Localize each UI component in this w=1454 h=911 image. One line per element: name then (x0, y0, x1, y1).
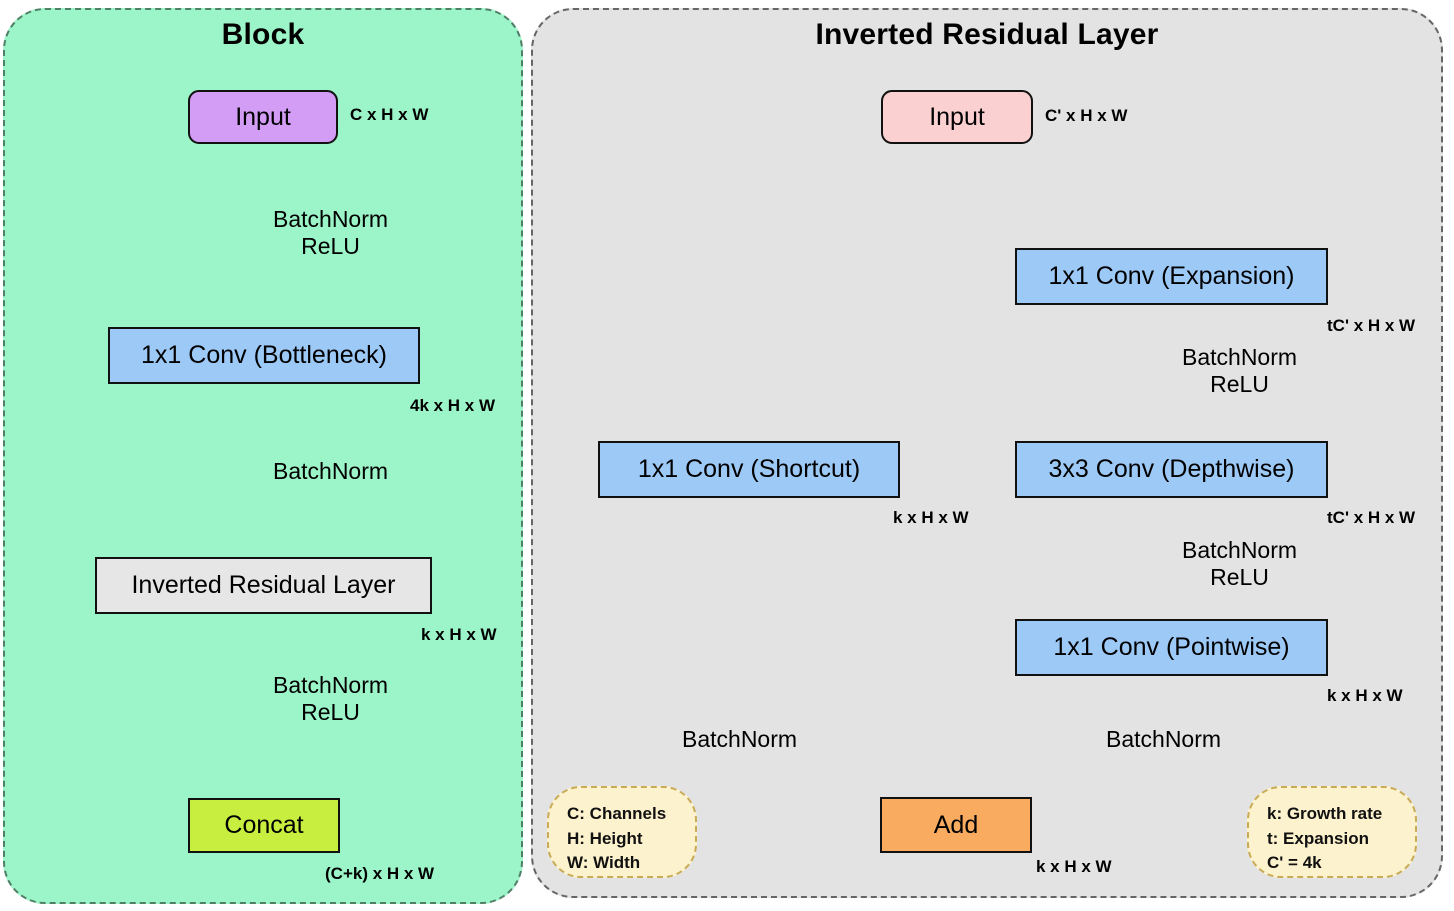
node-irl-expansion[interactable]: 1x1 Conv (Expansion) (1015, 248, 1328, 305)
edge-label-input-to-bottleneck: BatchNorm ReLU (273, 206, 389, 260)
node-irl-depthwise[interactable]: 3x3 Conv (Depthwise) (1015, 441, 1328, 498)
dim-label-irl-expansion: tC' x H x W (1327, 316, 1416, 335)
dim-label-block-concat: (C+k) x H x W (325, 864, 435, 883)
panel-irl-title: Inverted Residual Layer (815, 18, 1159, 51)
node-block-inverted-residual-layer[interactable]: Inverted Residual Layer (95, 557, 432, 614)
node-block-input[interactable]: Input (188, 90, 338, 144)
dim-label-irl-input: C' x H x W (1045, 106, 1128, 125)
edge-label-bottleneck-to-irl: BatchNorm (273, 458, 389, 484)
edge-label-pointwise-to-add: BatchNorm (1106, 726, 1222, 752)
node-irl-add[interactable]: Add (880, 797, 1032, 853)
legend-dimensions: C: Channels H: Height W: Width (547, 786, 697, 878)
dim-label-block-input: C x H x W (350, 105, 429, 124)
node-block-concat[interactable]: Concat (188, 798, 340, 853)
edge-label-expansion-to-depthwise: BatchNorm ReLU (1182, 344, 1298, 398)
dim-label-irl-shortcut: k x H x W (893, 508, 969, 527)
legend-hyperparameters: k: Growth rate t: Expansion C' = 4k (1247, 786, 1417, 878)
node-irl-shortcut[interactable]: 1x1 Conv (Shortcut) (598, 441, 900, 498)
dim-label-irl-depthwise: tC' x H x W (1327, 508, 1416, 527)
dim-label-irl-add: k x H x W (1036, 857, 1112, 876)
dim-label-irl-pointwise: k x H x W (1327, 686, 1403, 705)
node-block-bottleneck[interactable]: 1x1 Conv (Bottleneck) (108, 327, 420, 384)
node-irl-pointwise[interactable]: 1x1 Conv (Pointwise) (1015, 619, 1328, 676)
dim-label-block-irl: k x H x W (421, 625, 497, 644)
panel-block (3, 8, 523, 904)
edge-label-irl-to-concat: BatchNorm ReLU (273, 672, 389, 726)
edge-label-shortcut-to-add: BatchNorm (682, 726, 798, 752)
panel-block-title: Block (221, 18, 305, 51)
edge-label-depthwise-to-pointwise: BatchNorm ReLU (1182, 537, 1298, 591)
node-irl-input[interactable]: Input (881, 90, 1033, 144)
dim-label-block-bottleneck: 4k x H x W (410, 396, 496, 415)
